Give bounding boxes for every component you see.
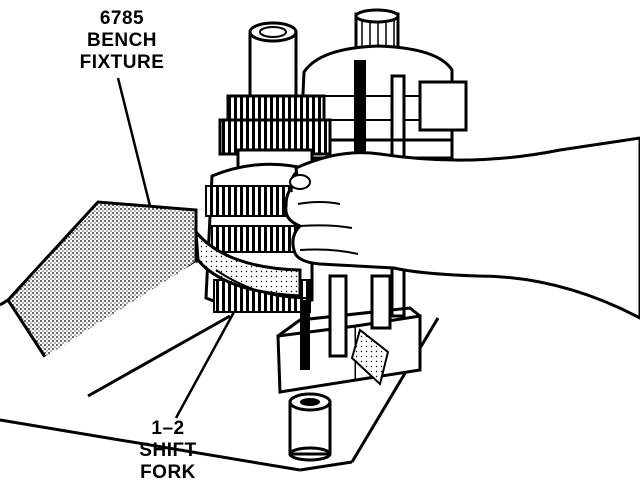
- bench-fixture-callout: 6785 BENCH FIXTURE: [74, 8, 170, 74]
- shift-fork-leader-line: [174, 311, 236, 419]
- bench-fixture-callout-line-1: 6785: [99, 8, 145, 29]
- bench-fixture-callout-line-3: FIXTURE: [79, 52, 165, 73]
- bench-fixture-leader-line: [116, 77, 152, 207]
- shift-fork-callout-line-1: 1–2: [151, 418, 185, 439]
- shift-fork-callout-line-3: FORK: [140, 462, 196, 483]
- hand: [284, 136, 640, 320]
- shift-fork-callout: 1–2 SHIFT FORK: [136, 418, 200, 484]
- shift-fork-callout-line-2: SHIFT: [139, 440, 197, 461]
- bench-fixture-callout-line-2: BENCH: [86, 30, 158, 51]
- shift-fork: [194, 227, 313, 300]
- sleeve: [288, 392, 332, 462]
- fixture-block: [276, 274, 422, 394]
